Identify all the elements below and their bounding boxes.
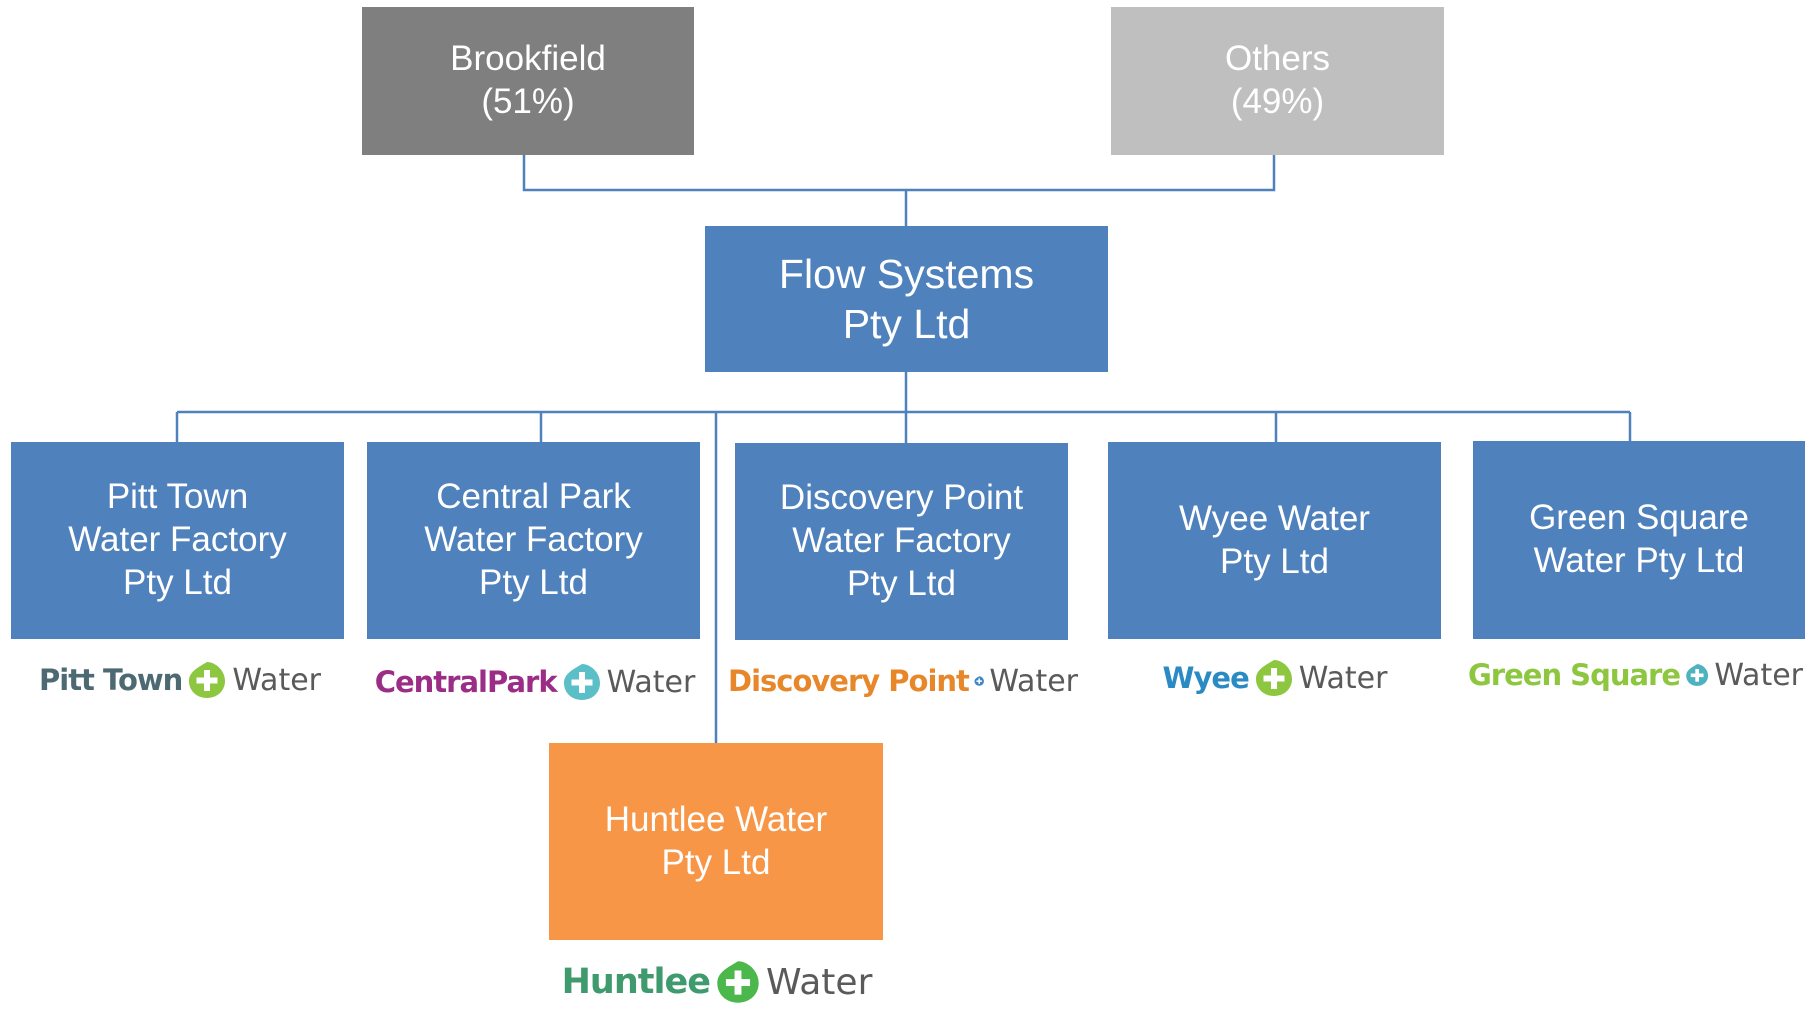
subsidiary-name-line: Pty Ltd bbox=[479, 562, 588, 602]
plus-drop-icon bbox=[1685, 655, 1709, 695]
subsidiary-name-line: Discovery Point bbox=[779, 478, 1024, 518]
subsidiary-name-line: Water Factory bbox=[68, 520, 287, 560]
subsidiary-name-line: Pty Ltd bbox=[1220, 541, 1329, 581]
owner-box-brookfield: Brookfield (51%) bbox=[362, 7, 694, 155]
logo-green-square-water: Green Square Water bbox=[1468, 645, 1803, 705]
logo-water-text: Water bbox=[989, 663, 1078, 699]
subsidiary-name-line: Pty Ltd bbox=[123, 562, 232, 602]
owner-share: (49%) bbox=[1230, 82, 1325, 121]
logo-brand-text: Wyee bbox=[1162, 661, 1250, 695]
owner-share: (51%) bbox=[481, 82, 575, 121]
owner-name: Brookfield bbox=[450, 39, 606, 79]
logo-water-text: Water bbox=[1298, 660, 1388, 696]
subsidiary-box-discovery-point: Discovery Point Water Factory Pty Ltd bbox=[735, 443, 1068, 640]
plus-drop-icon bbox=[1254, 658, 1294, 698]
subsidiary-box-green-square: Green Square Water Pty Ltd bbox=[1473, 441, 1805, 639]
logo-discovery-point-water: Discovery Point Water bbox=[728, 651, 1078, 711]
logo-brand-text: Green Square bbox=[1468, 658, 1681, 692]
subsidiary-name-line: Central Park bbox=[436, 477, 631, 517]
logo-water-text: Water bbox=[232, 662, 321, 698]
logo-brand-text: Discovery Point bbox=[728, 664, 970, 698]
plus-drop-icon bbox=[974, 661, 984, 701]
parent-name-line1: Flow Systems bbox=[778, 250, 1035, 297]
logo-brand-text: Huntlee bbox=[561, 962, 711, 1002]
subsidiary-box-pitt-town: Pitt Town Water Factory Pty Ltd bbox=[11, 442, 344, 639]
plus-drop-icon bbox=[562, 662, 602, 702]
logo-brand-text: Pitt Town bbox=[39, 663, 183, 697]
logo-central-park-water: CentralPark Water bbox=[370, 652, 700, 712]
logo-water-text: Water bbox=[1714, 657, 1803, 693]
subsidiary-name-line: Water Factory bbox=[424, 520, 643, 560]
subsidiary-name-line: Water Factory bbox=[792, 521, 1011, 561]
subsidiary-name-line: Green Square bbox=[1529, 498, 1749, 538]
logo-huntlee-water: Huntlee Water bbox=[552, 952, 882, 1012]
subsidiary-box-wyee: Wyee Water Pty Ltd bbox=[1108, 442, 1441, 639]
logo-water-text: Water bbox=[606, 664, 696, 700]
subsidiary-name-line: Wyee Water bbox=[1179, 498, 1370, 538]
logo-brand-text: CentralPark bbox=[374, 665, 558, 699]
logo-wyee-water: Wyee Water bbox=[1110, 648, 1440, 708]
subsidiary-box-central-park: Central Park Water Factory Pty Ltd bbox=[367, 442, 700, 639]
subsidiary-name-line: Water Pty Ltd bbox=[1533, 541, 1745, 580]
owner-box-others: Others (49%) bbox=[1111, 7, 1444, 155]
subsidiary-name-line: Huntlee Water bbox=[604, 799, 828, 839]
plus-drop-icon bbox=[187, 660, 227, 700]
subsidiary-name-line: Pitt Town bbox=[106, 477, 249, 517]
connector-brookfield bbox=[522, 155, 1276, 192]
subsidiary-name-line: Pty Ltd bbox=[661, 842, 771, 882]
owner-name: Others bbox=[1224, 39, 1331, 79]
parent-name-line2: Pty Ltd bbox=[842, 301, 971, 347]
subsidiary-name-line: Pty Ltd bbox=[847, 563, 956, 603]
parent-box-flow-systems: Flow Systems Pty Ltd bbox=[705, 226, 1108, 372]
plus-drop-icon bbox=[715, 959, 761, 1005]
subsidiary-box-huntlee: Huntlee Water Pty Ltd bbox=[549, 743, 883, 940]
logo-pitt-town-water: Pitt Town Water bbox=[20, 650, 340, 710]
logo-water-text: Water bbox=[765, 961, 873, 1003]
